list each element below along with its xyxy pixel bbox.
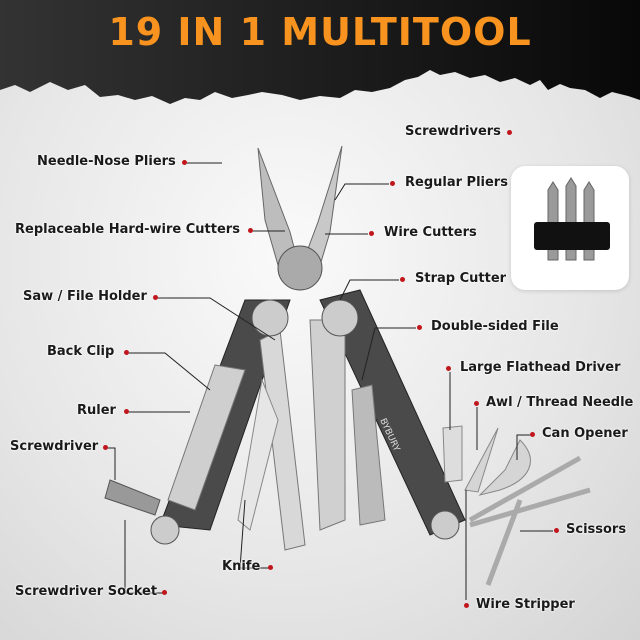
label-needle-nose-pliers: Needle-Nose Pliers	[37, 154, 176, 169]
dot-marker	[103, 445, 108, 450]
scissors	[468, 455, 591, 586]
label-double-sided-file: Double-sided File	[431, 319, 559, 334]
page-title: 19 IN 1 MULTITOOL	[108, 10, 532, 54]
torn-header-banner	[0, 0, 640, 104]
dot-marker	[182, 160, 187, 165]
dot-marker	[162, 590, 167, 595]
label-ruler: Ruler	[77, 403, 116, 418]
dot-marker	[417, 325, 422, 330]
back-clip	[167, 364, 246, 511]
dot-marker	[400, 277, 405, 282]
label-strap-cutter: Strap Cutter	[415, 271, 507, 286]
dot-marker	[446, 366, 451, 371]
dot-marker	[153, 295, 158, 300]
bit-holder	[534, 222, 610, 250]
label-regular-pliers: Regular Pliers	[405, 175, 508, 190]
dot-marker	[474, 401, 479, 406]
dot-marker	[268, 565, 273, 570]
label-saw-file-holder: Saw / File Holder	[23, 289, 147, 304]
dot-marker	[124, 409, 129, 414]
dot-marker	[464, 603, 469, 608]
label-large-flathead-driver: Large Flathead Driver	[460, 360, 621, 375]
large-flathead-driver	[442, 425, 463, 483]
dot-marker	[554, 528, 559, 533]
label-screwdrivers: Screwdrivers	[405, 124, 501, 139]
leader-lines	[108, 162, 553, 600]
label-wire-stripper: Wire Stripper	[476, 597, 575, 612]
can-opener	[478, 439, 531, 496]
label-wire-cutters: Wire Cutters	[384, 225, 477, 240]
strap-cutter-blade	[309, 319, 346, 531]
label-back-clip: Back Clip	[47, 344, 115, 359]
label-knife: Knife	[222, 559, 261, 574]
knife-blade	[237, 378, 279, 531]
dot-marker	[369, 231, 374, 236]
dot-marker	[248, 228, 253, 233]
dot-marker	[530, 432, 535, 437]
screwdriver-bit	[104, 479, 161, 516]
dot-marker	[507, 130, 512, 135]
dot-marker	[124, 350, 129, 355]
label-scissors: Scissors	[566, 522, 627, 537]
label-awl-thread-needle: Awl / Thread Needle	[486, 395, 634, 410]
label-screwdriver: Screwdriver	[10, 439, 99, 454]
double-sided-file	[351, 384, 386, 526]
right-handle	[319, 289, 466, 536]
label-hard-wire-cutters: Replaceable Hard-wire Cutters	[15, 222, 240, 237]
label-can-opener: Can Opener	[542, 426, 628, 441]
label-screwdriver-socket: Screwdriver Socket	[15, 584, 158, 599]
awl	[464, 427, 499, 493]
dot-marker	[390, 181, 395, 186]
